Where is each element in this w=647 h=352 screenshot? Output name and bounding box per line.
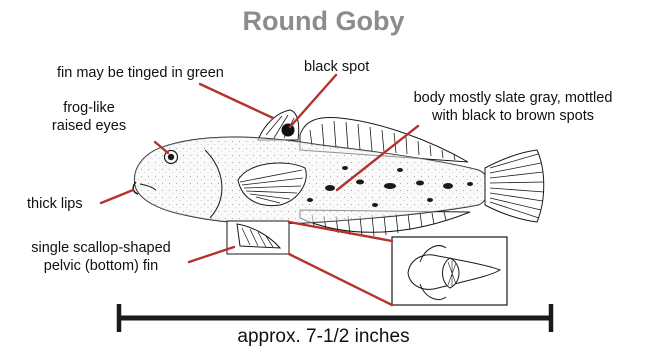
label-body-line1: body mostly slate gray, mottled [388,89,638,107]
underside-inset [392,237,507,305]
leader-lips [101,190,133,203]
label-body-line2: with black to brown spots [388,107,638,125]
leader-fin-green [200,84,273,118]
label-black-spot: black spot [304,58,369,76]
label-pelvic: single scallop-shaped pelvic (bottom) fi… [6,239,196,275]
label-pelvic-line2: pelvic (bottom) fin [6,257,196,275]
label-pelvic-line1: single scallop-shaped [6,239,196,257]
caudal-fin [485,150,544,222]
diagram-title: Round Goby [0,6,647,37]
label-eyes: frog-like raised eyes [26,99,152,135]
label-eyes-line1: frog-like [26,99,152,117]
scale-label: approx. 7-1/2 inches [0,326,647,348]
pelvic-fin-callout [227,221,289,254]
leader-inset-bottom [289,254,392,305]
label-fin-green: fin may be tinged in green [57,64,224,82]
label-body: body mostly slate gray, mottled with bla… [388,89,638,125]
label-eyes-line2: raised eyes [26,117,152,135]
label-lips: thick lips [27,195,83,213]
